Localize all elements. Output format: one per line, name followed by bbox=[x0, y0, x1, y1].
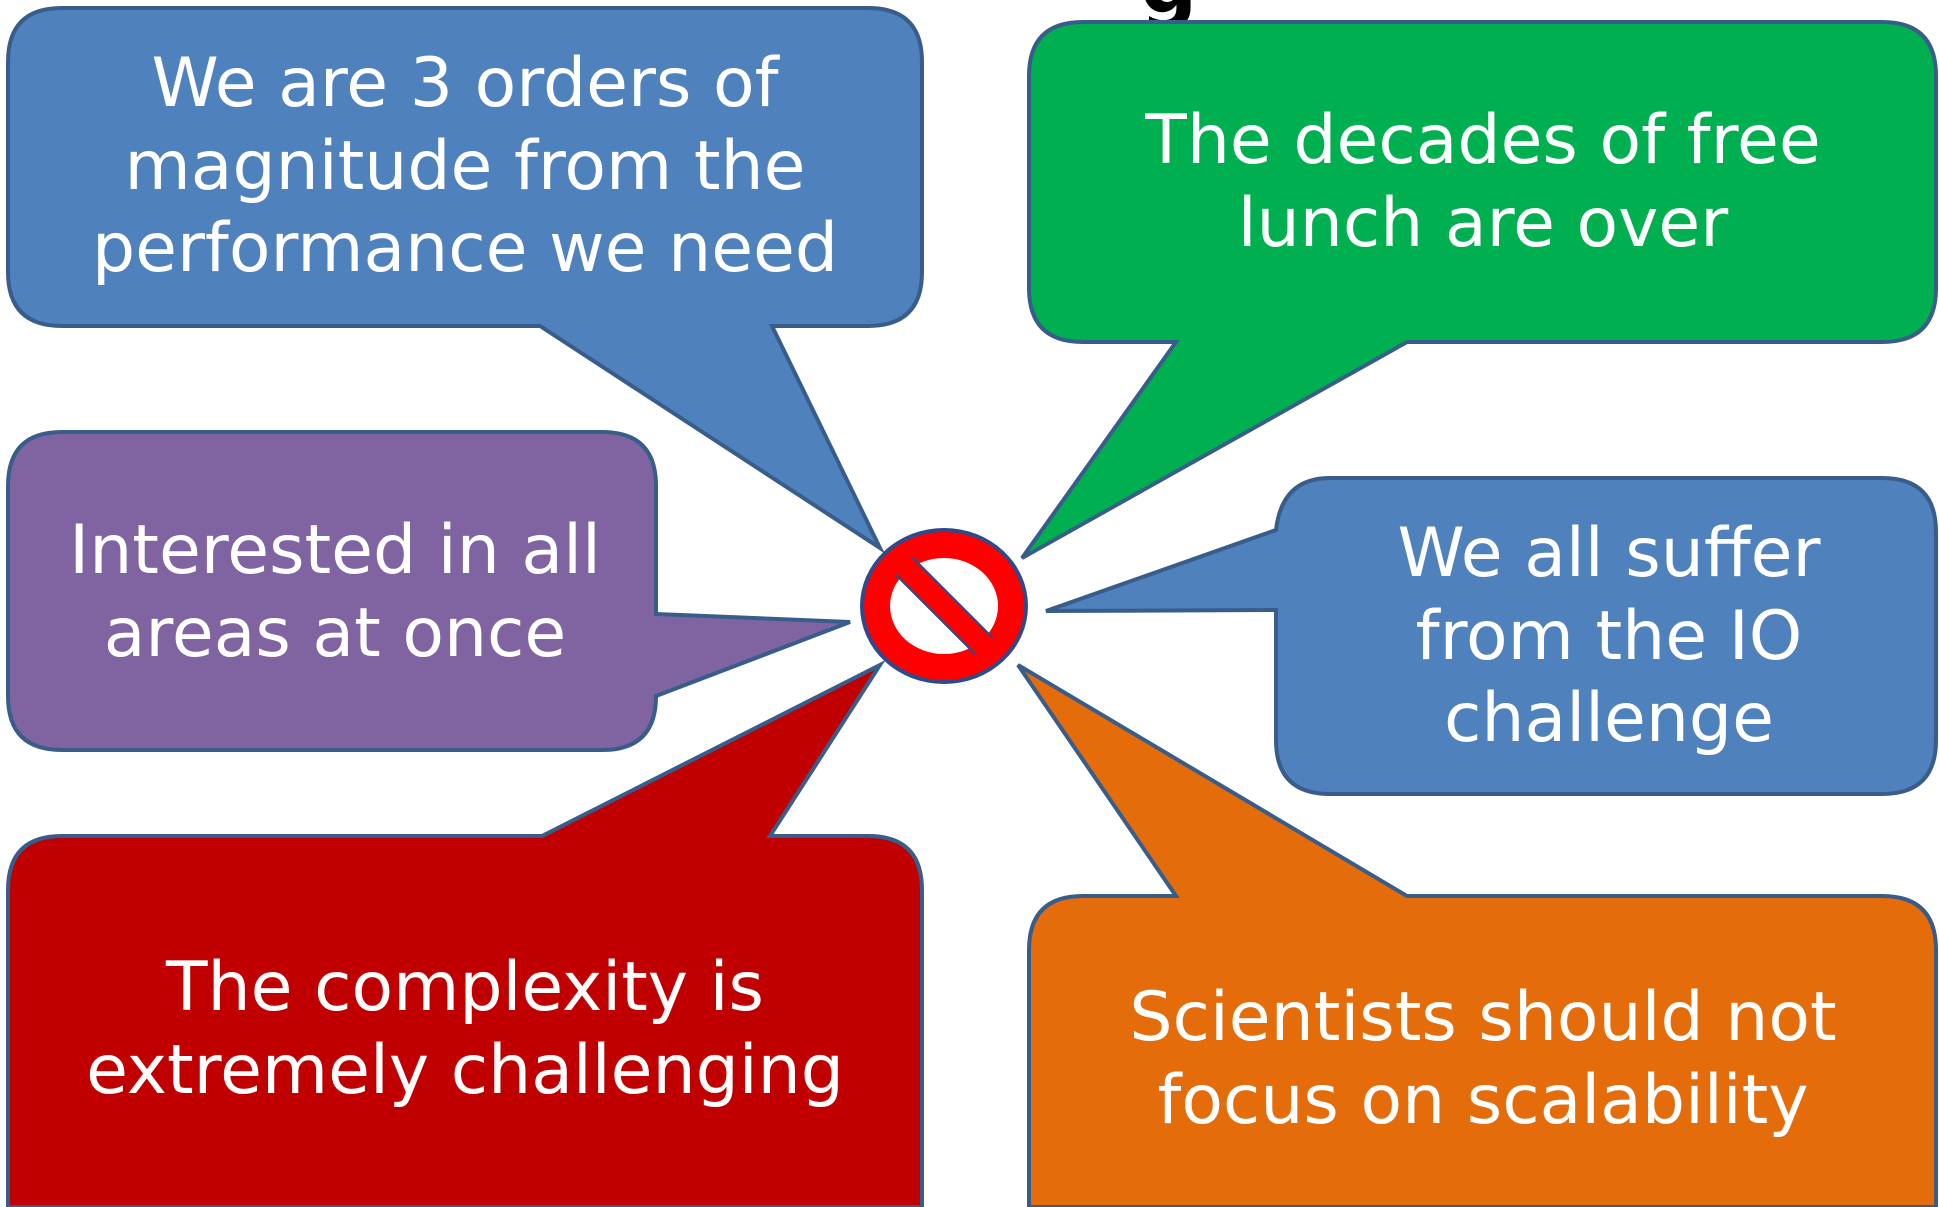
no-entry-icon bbox=[860, 528, 1028, 684]
callout-scalability bbox=[1016, 663, 1938, 1207]
callout-all-areas bbox=[6, 430, 851, 752]
bubble-text-io: We all suffer from the IO challenge bbox=[1397, 513, 1821, 759]
callout-complexity bbox=[6, 659, 924, 1207]
callout-performance bbox=[6, 6, 924, 554]
bubble-text-complexity: The complexity is extremely challenging bbox=[86, 948, 844, 1110]
bubble-text-all-areas: Interested in all areas at once bbox=[69, 511, 601, 673]
bubble-text-scalability: Scientists should not focus on scalabili… bbox=[1129, 978, 1837, 1140]
callout-free-lunch bbox=[1020, 20, 1938, 560]
callout-io bbox=[1045, 476, 1938, 796]
bubble-text-performance: We are 3 orders of magnitude from the pe… bbox=[91, 43, 839, 289]
bubble-text-free-lunch: The decades of free lunch are over bbox=[1145, 101, 1821, 263]
